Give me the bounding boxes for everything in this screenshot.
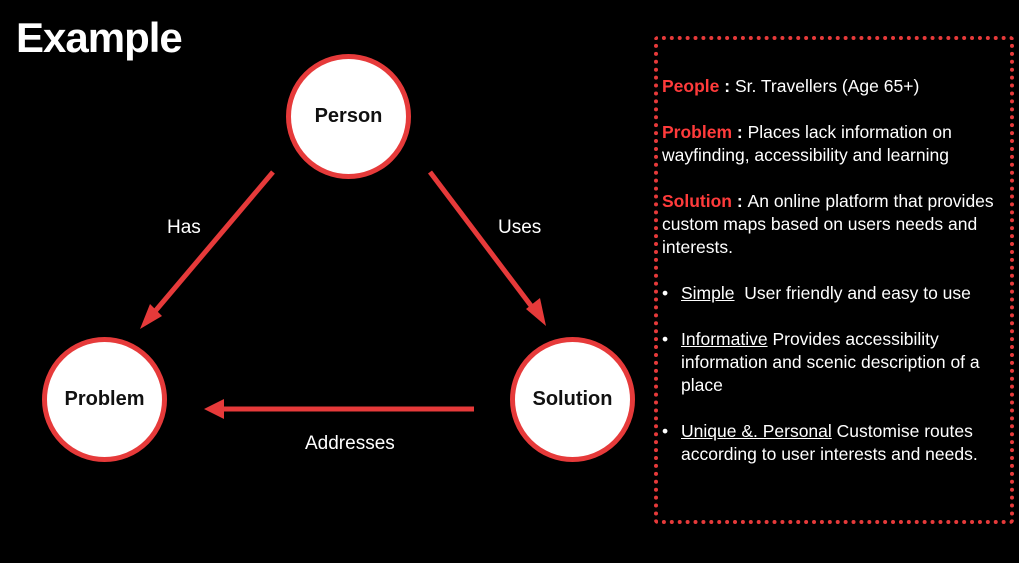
info-box-border [654,36,1014,524]
list-item: • Simple User friendly and easy to use [662,282,1010,305]
node-solution: Solution [510,337,635,462]
people-text: Sr. Travellers (Age 65+) [734,76,920,96]
bullet-icon: • [662,421,669,441]
problem-line: Problem : Places lack information on way… [662,121,1010,167]
list-item: • Unique &. Personal Customise routes ac… [662,420,1010,466]
people-line: People : Sr. Travellers (Age 65+) [662,75,1010,98]
arrow-has [144,170,275,324]
node-person: Person [286,54,411,179]
feature-text: Customise routes according to user inter… [681,421,978,464]
feature-term: Simple [681,283,735,303]
arrowhead-has [140,304,162,329]
people-colon: : [719,76,735,96]
bullet-icon: • [662,283,669,303]
problem-colon: : [732,122,748,142]
solution-key: Solution [662,191,732,211]
arrowhead-uses [526,298,546,326]
edge-label-uses: Uses [498,217,542,238]
list-item: • Informative Provides accessibility inf… [662,328,1010,397]
problem-text: Places lack information on wayfinding, a… [662,122,952,165]
people-key: People [662,76,720,96]
bullet-icon: • [662,329,669,349]
problem-key: Problem [662,122,733,142]
edge-label-has: Has [167,217,201,238]
info-panel: People : Sr. Travellers (Age 65+) Proble… [662,75,1010,489]
feature-text: User friendly and easy to use [744,283,971,303]
feature-list: • Simple User friendly and easy to use •… [662,282,1010,466]
solution-colon: : [731,191,748,211]
page-title: Example [16,14,183,61]
feature-text: Provides accessibility information and s… [681,329,980,395]
arrow-uses [428,170,540,317]
node-problem: Problem [42,337,167,462]
feature-term: Informative [681,329,768,349]
feature-term: Unique &. Personal [681,421,832,441]
solution-text: An online platform that provides custom … [662,191,994,257]
edge-label-addresses: Addresses [305,433,395,454]
arrowhead-addresses [204,399,224,419]
solution-line: Solution : An online platform that provi… [662,190,1010,259]
